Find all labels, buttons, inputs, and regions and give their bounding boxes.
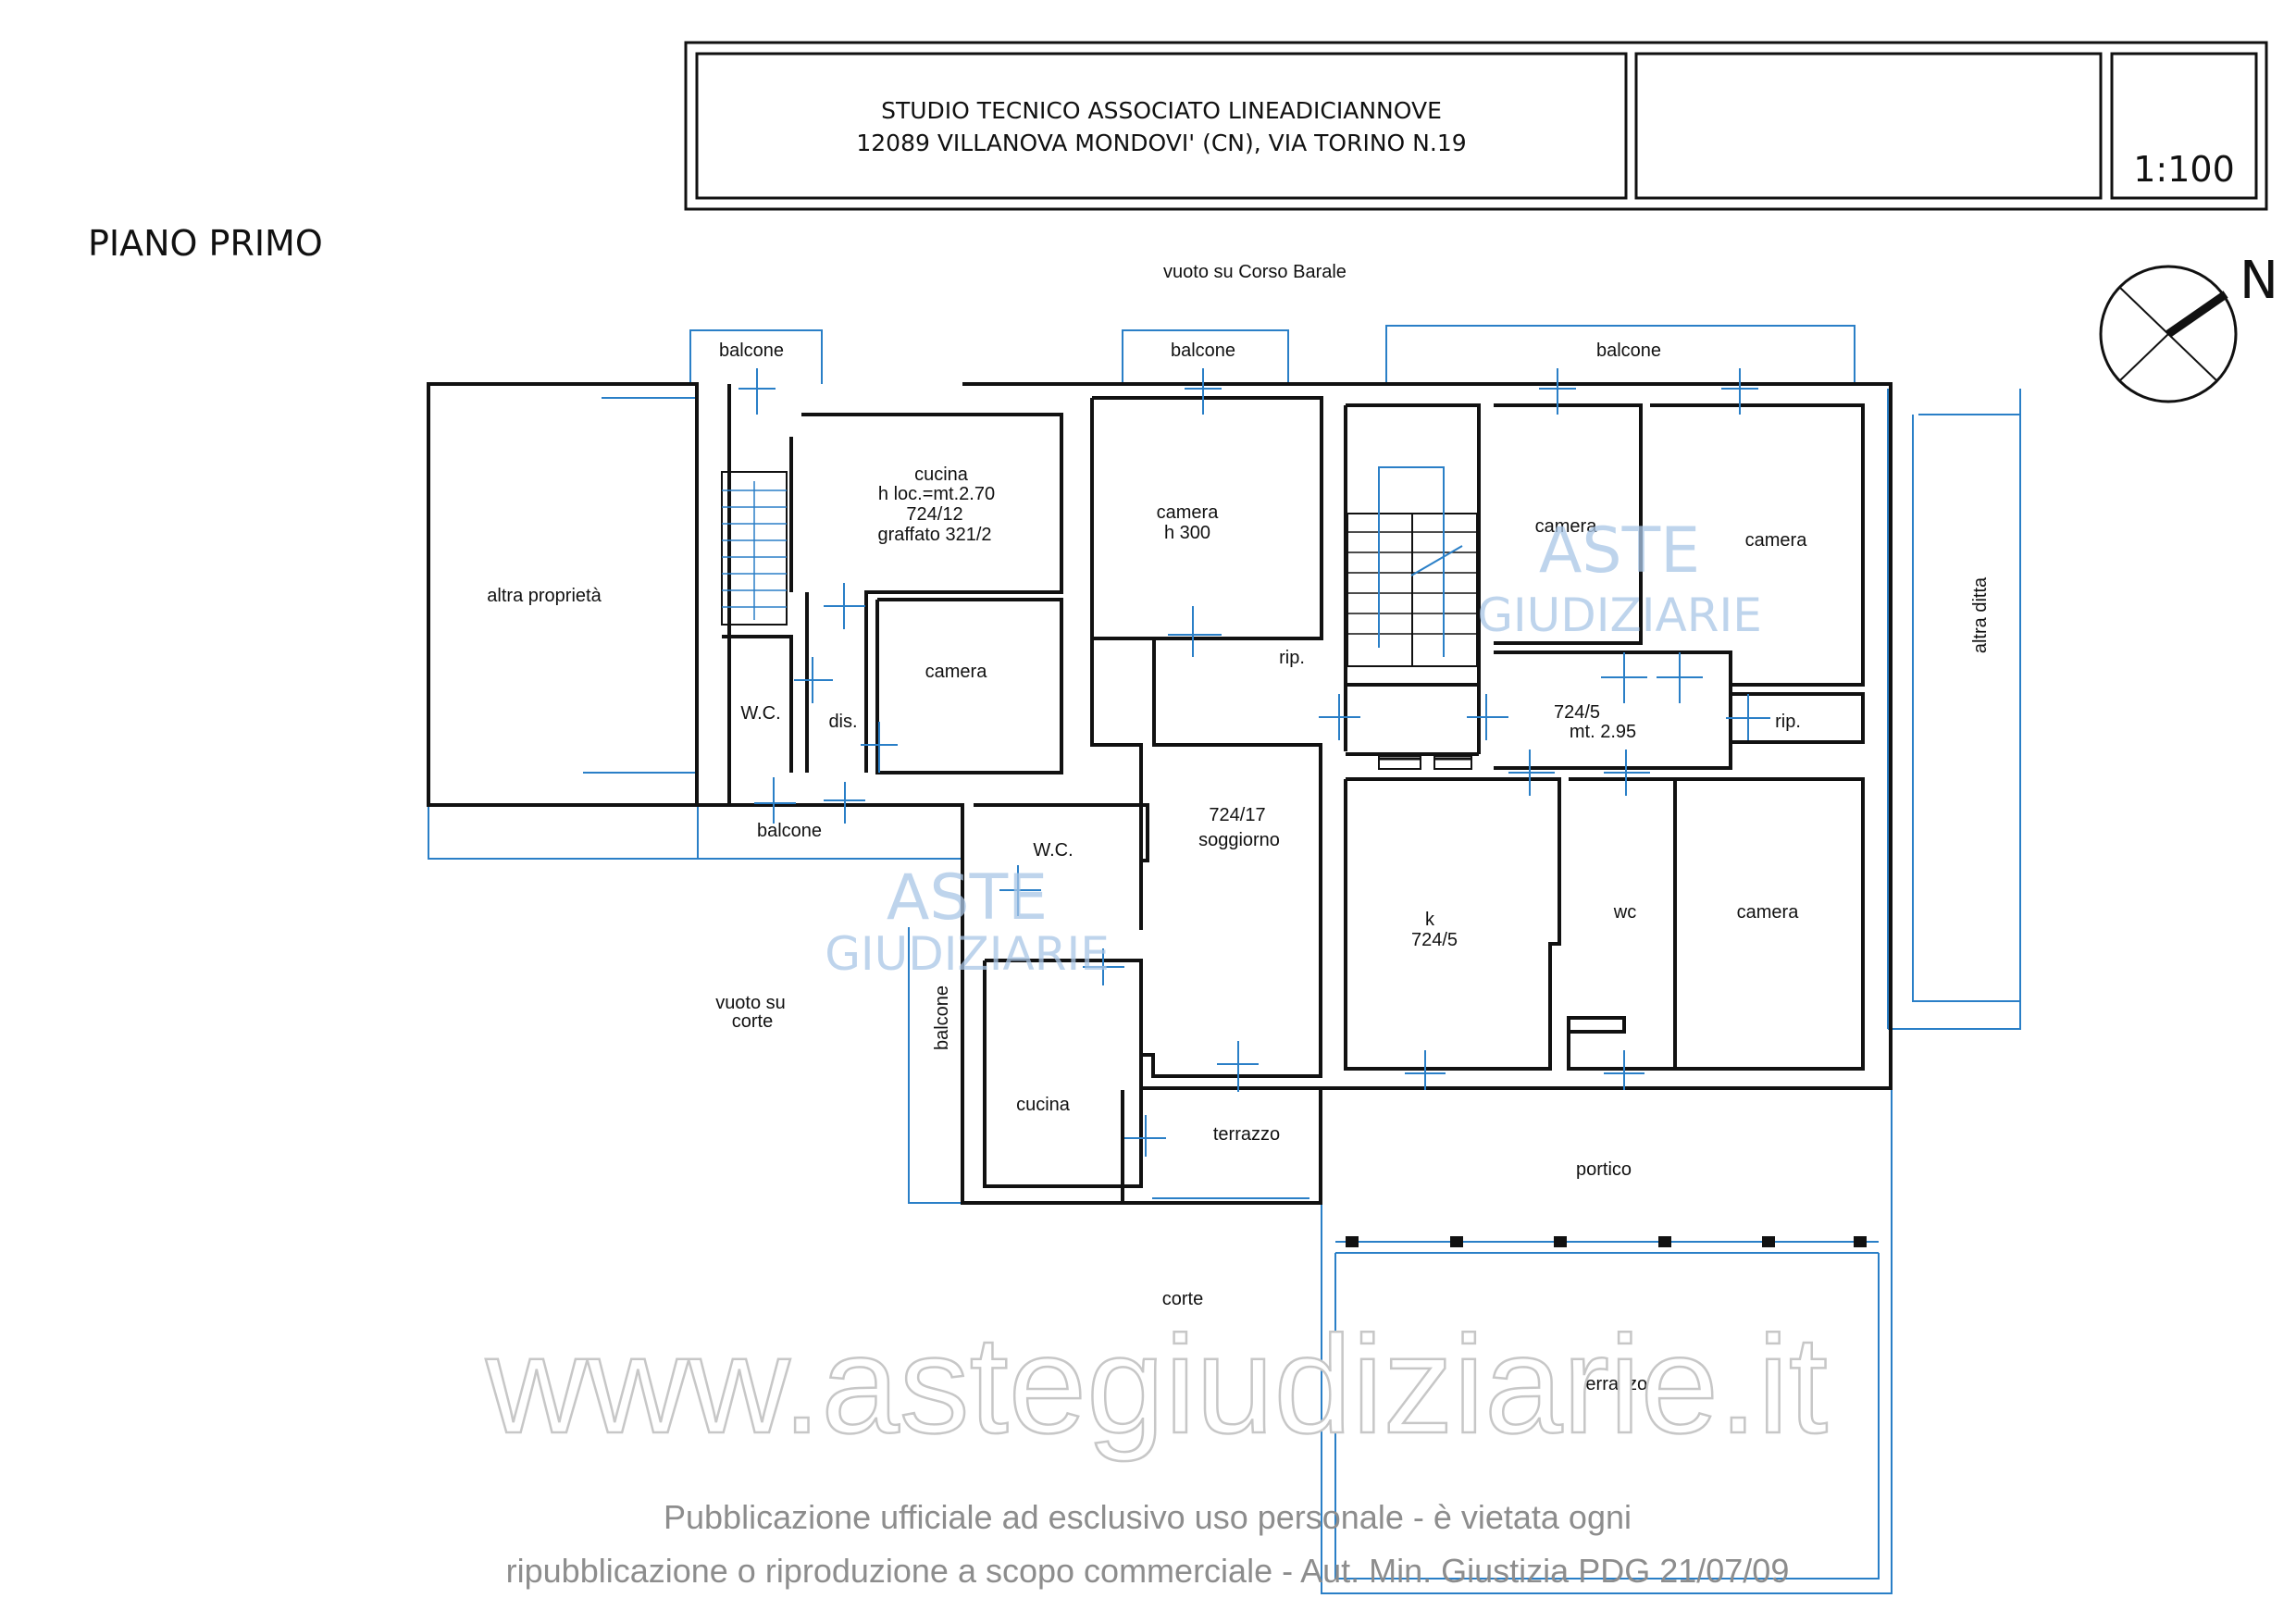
scale-label: 1:100 xyxy=(2133,149,2235,190)
label-cucina2: cucina xyxy=(1016,1095,1071,1115)
opening-markers xyxy=(738,368,1770,1157)
title-block: STUDIO TECNICO ASSOCIATO LINEADICIANNOVE… xyxy=(684,41,2268,211)
watermark-logo-1: ASTE GIUDIZIARIE xyxy=(1477,514,1762,642)
label-vuoto-corso: vuoto su Corso Barale xyxy=(1163,262,1347,282)
label-rip2: rip. xyxy=(1775,712,1801,732)
label-balcone-n: balcone xyxy=(1171,341,1235,361)
label-wc3: wc xyxy=(1613,902,1636,923)
north-label: N xyxy=(2240,251,2278,311)
label-camera3: camera xyxy=(1535,516,1598,537)
svg-text:GIUDIZIARIE: GIUDIZIARIE xyxy=(1477,588,1762,642)
label-cucina1-graffato: graffato 321/2 xyxy=(877,525,991,545)
label-camera5: camera xyxy=(1737,902,1800,923)
label-k: k xyxy=(1425,910,1435,930)
label-cucina1-parcel: 724/12 xyxy=(906,504,962,525)
label-hall-height: mt. 2.95 xyxy=(1570,722,1636,742)
room-labels: vuoto su Corso Barale balcone balcone ba… xyxy=(487,262,1991,1394)
label-terrazzo2: terrazzo xyxy=(1581,1374,1647,1394)
label-k-parcel: 724/5 xyxy=(1411,930,1458,950)
label-balcone-w: balcone xyxy=(932,985,952,1050)
label-terrazzo1: terrazzo xyxy=(1213,1124,1280,1145)
label-hall-parcel: 724/5 xyxy=(1554,702,1600,723)
label-camera4: camera xyxy=(1745,530,1808,551)
label-wc2: W.C. xyxy=(1033,840,1073,861)
label-corte: corte xyxy=(1162,1289,1203,1309)
label-altra-ditta: altra ditta xyxy=(1970,576,1991,653)
studio-address: 12089 VILLANOVA MONDOVI' (CN), VIA TORIN… xyxy=(856,130,1466,156)
label-soggiorno-parcel: 724/17 xyxy=(1209,805,1265,825)
label-balcone-ne: balcone xyxy=(1596,341,1661,361)
watermark-notice-2: ripubblicazione o riproduzione a scopo c… xyxy=(506,1552,1790,1590)
floor-title: PIANO PRIMO xyxy=(88,223,323,264)
watermark-logo-2: ASTE GIUDIZIARIE xyxy=(825,861,1110,981)
svg-text:ASTE: ASTE xyxy=(1539,514,1700,588)
staircase xyxy=(721,466,1478,667)
label-camera1: camera xyxy=(1157,502,1220,523)
label-balcone-nw: balcone xyxy=(719,341,784,361)
label-soggiorno: soggiorno xyxy=(1198,830,1280,850)
label-altra-proprieta: altra proprietà xyxy=(487,586,602,606)
north-arrow-icon xyxy=(2099,265,2238,403)
label-cucina1: cucina xyxy=(914,465,969,485)
label-camera2: camera xyxy=(925,662,988,682)
label-dis: dis. xyxy=(828,712,857,732)
svg-text:ASTE: ASTE xyxy=(887,861,1048,935)
label-vuoto-corte-2: corte xyxy=(732,1011,773,1032)
label-balcone-s: balcone xyxy=(757,821,822,841)
label-rip1: rip. xyxy=(1279,648,1305,668)
svg-text:GIUDIZIARIE: GIUDIZIARIE xyxy=(825,927,1110,981)
label-portico: portico xyxy=(1576,1159,1632,1180)
label-camera1-height: h 300 xyxy=(1164,523,1210,543)
watermark-url: www.astegiudiziarie.it xyxy=(485,1307,1828,1462)
watermark-notice-1: Pubblicazione ufficiale ad esclusivo uso… xyxy=(664,1498,1632,1536)
balcony-outlines xyxy=(428,325,2021,1594)
label-wc1: W.C. xyxy=(740,703,780,724)
label-cucina1-height: h loc.=mt.2.70 xyxy=(878,484,995,504)
walls xyxy=(427,382,1893,1205)
label-vuoto-corte: vuoto su xyxy=(715,993,786,1013)
portico-columns xyxy=(1346,1236,1867,1247)
studio-name: STUDIO TECNICO ASSOCIATO LINEADICIANNOVE xyxy=(881,97,1442,124)
